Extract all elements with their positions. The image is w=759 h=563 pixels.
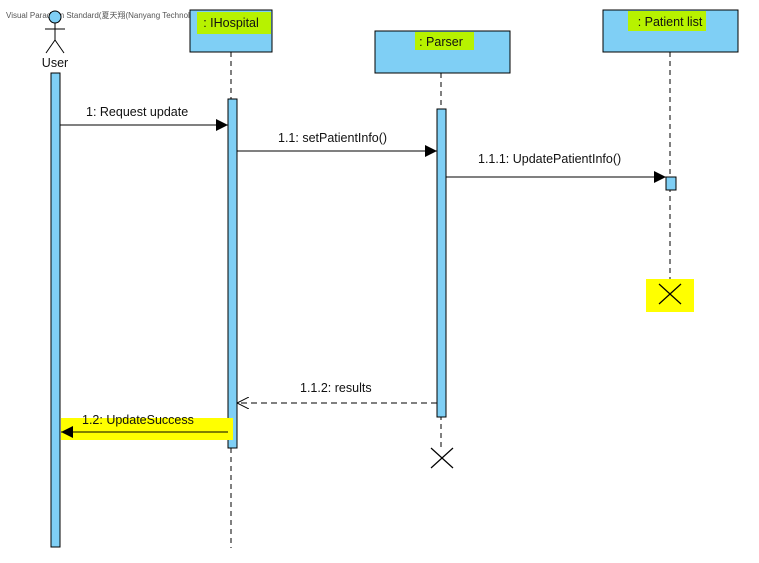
watermark: Visual Paradigm Standard(夏天翔(Nanyang Tec… [6,11,254,20]
actor-name: User [42,56,68,70]
message-request-update-label: 1: Request update [86,105,188,119]
ihospital-label-highlight [197,12,271,34]
lifeline-parser-label: : Parser [419,35,463,49]
lifeline-parser[interactable]: : Parser [374,30,511,469]
update-success-highlight [61,418,233,440]
lifeline-ihospital-label: : IHospital [203,16,259,30]
lifeline-patient-list-label: : Patient list [638,15,703,29]
message-results-label: 1.1.2: results [300,381,372,395]
parser-label-highlight [415,32,474,50]
message-results[interactable]: 1.1.2: results [237,381,437,403]
actor-right-leg-icon [54,39,65,54]
message-update-success-label: 1.2: UpdateSuccess [82,413,194,427]
actor-left-leg-icon [45,39,56,54]
ihospital-activation-bar [227,98,238,449]
message-set-patient-info[interactable]: 1.1: setPatientInfo() [237,131,437,157]
actor-user[interactable]: User [42,10,68,70]
message-update-patient-info[interactable]: 1.1.1: UpdatePatientInfo() [446,152,666,183]
patient-list-destroy-icon [658,283,682,305]
message-update-success[interactable]: 1.2: UpdateSuccess [61,413,233,440]
message-set-patient-info-label: 1.1: setPatientInfo() [278,131,387,145]
patient-list-destroy-highlight [646,279,694,312]
message-request-update[interactable]: 1: Request update [60,105,228,131]
patient-list-activation-bar [665,176,677,191]
lifeline-patient-list[interactable]: : Patient list [602,9,739,312]
message-update-patient-info-label: 1.1.1: UpdatePatientInfo() [478,152,621,166]
patient-list-label-highlight [628,11,706,31]
lifeline-ihospital[interactable]: : IHospital [189,9,273,548]
actor-head-icon [48,10,62,24]
user-activation-bar [50,72,61,548]
parser-destroy-icon [430,447,454,469]
parser-activation-bar [436,108,447,418]
